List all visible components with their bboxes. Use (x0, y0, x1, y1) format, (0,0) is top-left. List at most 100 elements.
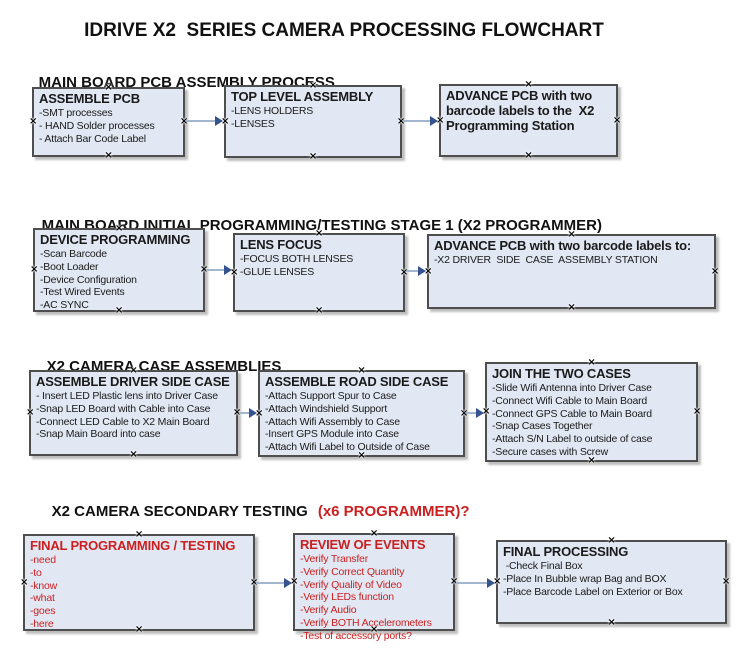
connector-handle-icon: × (607, 617, 616, 628)
flow-box-s3-3: JOIN THE TWO CASES-Slide Wifi Antenna in… (482, 358, 701, 466)
box-title: ADVANCE PCB with two barcode labels to t… (446, 88, 598, 133)
arrow-head-icon (215, 116, 223, 126)
arrow-line (239, 412, 251, 414)
box-item: -Attach Windshield Support (265, 402, 388, 415)
box-item: -know (30, 579, 58, 592)
box-item: -Test Wired Events (40, 286, 125, 299)
arrow-line (406, 270, 420, 272)
box-item: -Insert GPS Module into Case (265, 428, 399, 441)
box-item: -Attach Support Spur to Case (265, 390, 397, 402)
box-title: REVIEW OF EVENTS (300, 537, 426, 552)
connector-handle-icon: × (104, 150, 113, 161)
box-title: DEVICE PROGRAMMING (40, 232, 191, 247)
box-item: -here (30, 617, 54, 630)
connector-handle-icon: × (612, 114, 621, 126)
arrow-head-icon (487, 578, 495, 588)
box-item: - HAND Solder processes (39, 119, 155, 132)
box-item: -SMT processes (39, 107, 113, 119)
box-item: -X2 DRIVER SIDE CASE ASSEMBLY STATION (434, 254, 658, 266)
box-item: -Verify BOTH Accelerometers (300, 616, 432, 629)
box-title: ASSEMBLE ROAD SIDE CASE (265, 374, 449, 389)
connector-handle-icon: × (524, 150, 533, 161)
flow-box-s2-2: LENS FOCUS-FOCUS BOTH LENSES-GLUE LENSES… (230, 229, 408, 316)
page-title: IDRIVE X2 SERIES CAMERA PROCESSING FLOWC… (84, 20, 604, 41)
box-title: ASSEMBLE DRIVER SIDE CASE (36, 374, 230, 389)
connector-handle-icon: × (26, 407, 35, 418)
box-item: -Attach S/N Label to outside of case (492, 433, 653, 446)
box-item: -Place Barcode Label on Exterior or Box (503, 585, 683, 598)
box-item: -Slide Wifi Antenna into Driver Case (492, 382, 652, 394)
box-title: FINAL PROGRAMMING / TESTING (30, 538, 236, 553)
section-header-text: X2 CAMERA SECONDARY TESTING (51, 503, 308, 520)
flow-box-s3-2: ASSEMBLE ROAD SIDE CASE-Attach Support S… (255, 366, 468, 461)
box-item: -Verify Transfer (300, 553, 368, 565)
flow-box-s2-1: DEVICE PROGRAMMING-Scan Barcode-Boot Loa… (30, 224, 208, 316)
box-item: -Connect Wifi Cable to Main Board (492, 394, 648, 407)
arrow-line (403, 120, 432, 122)
box-item: -Place In Bubble wrap Bag and BOX (503, 572, 667, 585)
arrow-line (186, 120, 217, 122)
connector-handle-icon: × (30, 264, 39, 275)
box-title: ASSEMBLE PCB (39, 91, 140, 106)
arrow-line (256, 582, 286, 584)
flow-box-s2-3: ADVANCE PCB with two barcode labels to:-… (424, 230, 719, 313)
box-item: -Connect LED Cable to X2 Main Board (36, 415, 210, 428)
connector-handle-icon: × (179, 116, 188, 127)
box-item: -Verify Correct Quantity (300, 565, 405, 578)
section-header-suffix: (x6 PROGRAMMER)? (317, 503, 470, 520)
box-item: -Attach Wifi Label to Outside of Case (265, 441, 430, 454)
box-title: LENS FOCUS (240, 237, 322, 252)
arrow-head-icon (249, 408, 257, 418)
arrow-head-icon (224, 265, 232, 275)
arrow-head-icon (476, 408, 484, 418)
connector-handle-icon: × (129, 449, 138, 460)
connector-handle-icon: × (314, 305, 324, 316)
box-item: -LENS HOLDERS (231, 105, 314, 117)
connector-handle-icon: × (710, 265, 719, 277)
box-item: -LENSES (231, 117, 275, 130)
box-item: -Snap LED Board with Cable into Case (36, 402, 211, 415)
connector-handle-icon: × (567, 302, 576, 313)
arrow-head-icon (418, 266, 426, 276)
section-header-secondary-testing: X2 CAMERA SECONDARY TESTING (x6 PROGRAMME… (35, 486, 470, 537)
box-item: - Insert LED Plastic lens into Driver Ca… (36, 390, 218, 402)
arrow-line (456, 582, 489, 584)
flow-box-s4-2: REVIEW OF EVENTS-Verify Transfer-Verify … (290, 529, 458, 642)
box-item: -Verify Quality of Video (300, 578, 402, 591)
box-item: -FOCUS BOTH LENSES (240, 253, 354, 265)
box-item: -GLUE LENSES (240, 265, 315, 278)
flow-box-s4-3: FINAL PROCESSING -Check Final Box-Place … (493, 536, 730, 628)
box-title: FINAL PROCESSING (503, 544, 629, 559)
box-title: JOIN THE TWO CASES (492, 366, 631, 381)
arrow-head-icon (430, 116, 438, 126)
flow-box-s1-3: ADVANCE PCB with two barcode labels to t… (436, 80, 621, 161)
connector-handle-icon: × (308, 151, 318, 162)
box-item: -Boot Loader (40, 260, 99, 273)
connector-handle-icon: × (20, 576, 29, 588)
box-item: -goes (30, 605, 56, 618)
connector-handle-icon: × (399, 266, 408, 278)
box-item: -Check Final Box (503, 560, 583, 572)
box-item: -Test of accessory ports? (300, 629, 412, 642)
arrow-line (206, 269, 226, 271)
box-item: -Scan Barcode (40, 248, 107, 260)
box-item: -Connect GPS Cable to Main Board (492, 407, 652, 420)
box-title: TOP LEVEL ASSEMBLY (231, 89, 374, 104)
box-item: -Secure cases with Screw (492, 445, 608, 458)
box-item: -Attach Wifi Assembly to Case (265, 415, 400, 428)
box-item: -Snap Cases Together (492, 420, 593, 433)
flow-box-s3-1: ASSEMBLE DRIVER SIDE CASE- Insert LED Pl… (26, 366, 241, 460)
box-title: ADVANCE PCB with two barcode labels to: (434, 238, 692, 253)
box-item: -to (30, 566, 42, 579)
box-item: -Verify LEDs function (300, 591, 394, 604)
arrow-line (466, 412, 478, 414)
box-item: -Verify Audio (300, 604, 357, 617)
flow-box-s1-1: ASSEMBLE PCB-SMT processes- HAND Solder … (29, 83, 188, 161)
box-item: -AC SYNC (40, 299, 89, 312)
arrow-head-icon (284, 578, 292, 588)
connector-handle-icon: × (29, 116, 38, 127)
connector-handle-icon: × (721, 576, 730, 587)
box-item: - Attach Bar Code Label (39, 132, 146, 145)
flow-box-s1-2: TOP LEVEL ASSEMBLY-LENS HOLDERS-LENSES××… (221, 81, 405, 162)
